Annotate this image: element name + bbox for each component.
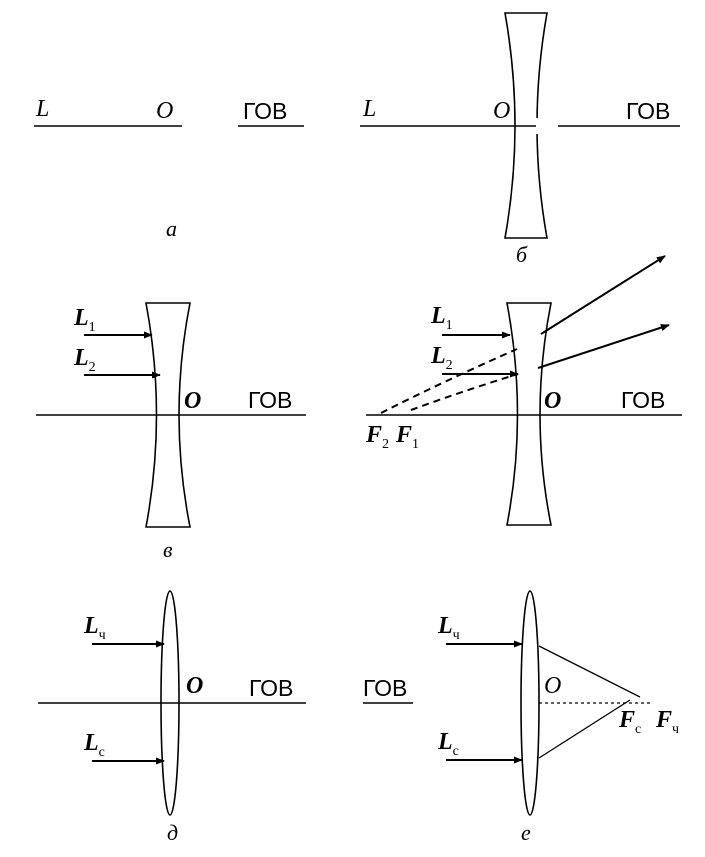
- beam-label-l1: L1: [73, 305, 96, 335]
- concave-lens: [506, 302, 552, 526]
- ray-l1-diverging: [540, 255, 666, 335]
- axis-label: ГОВ: [249, 675, 293, 701]
- convex-lens: [520, 590, 540, 816]
- panel-caption: а: [166, 216, 177, 241]
- center-label: O: [186, 673, 203, 699]
- focus-label-f2: F2: [365, 422, 389, 452]
- panel-caption: в: [163, 537, 173, 562]
- focus-label-fch: Fч: [655, 707, 679, 737]
- beam-label-l1: L1: [430, 303, 453, 333]
- beam-label-lch: Lч: [83, 613, 106, 643]
- ray-lch-refracted: [538, 645, 641, 698]
- axis-label: ГОВ: [243, 98, 287, 124]
- beam-label-lc: Lс: [83, 730, 105, 760]
- panel-g: L1 L2 F2 F1 O ГОВ: [365, 255, 682, 526]
- axis-label: ГОВ: [621, 387, 665, 413]
- panel-v: L1 L2 O ГОВ в: [36, 302, 306, 562]
- beam-label: L: [35, 96, 49, 122]
- panel-e: Lч Lс Fс Fч O ГОВ е: [363, 590, 679, 845]
- ray-l2-diverging: [537, 324, 670, 369]
- focus-label-fc: Fс: [618, 707, 641, 737]
- axis-label: ГОВ: [363, 675, 407, 701]
- center-label: O: [544, 673, 561, 699]
- ray-lc-refracted: [538, 699, 631, 759]
- ray-l2-virtual-extension: [410, 373, 519, 411]
- beam-label: L: [362, 96, 376, 122]
- panel-caption: е: [521, 820, 531, 845]
- panel-a: L O ГОВ а: [34, 96, 304, 241]
- axis-gap: [536, 118, 558, 134]
- center-label: O: [493, 98, 510, 124]
- beam-label-l2: L2: [430, 343, 453, 373]
- axis-label: ГОВ: [626, 98, 670, 124]
- panel-d: Lч Lс O ГОВ д: [38, 590, 306, 845]
- panel-caption: д: [167, 820, 178, 845]
- center-label: O: [544, 388, 561, 414]
- panel-caption: б: [516, 242, 528, 267]
- ray-l1-virtual-extension: [380, 348, 518, 414]
- beam-label-l2: L2: [73, 345, 96, 375]
- focus-label-f1: F1: [395, 422, 419, 452]
- beam-label-lc: Lс: [437, 729, 459, 759]
- panel-b: L O ГОВ б: [360, 12, 680, 267]
- beam-label-lch: Lч: [437, 613, 460, 643]
- center-label: O: [156, 98, 173, 124]
- axis-label: ГОВ: [248, 387, 292, 413]
- center-label: O: [184, 388, 201, 414]
